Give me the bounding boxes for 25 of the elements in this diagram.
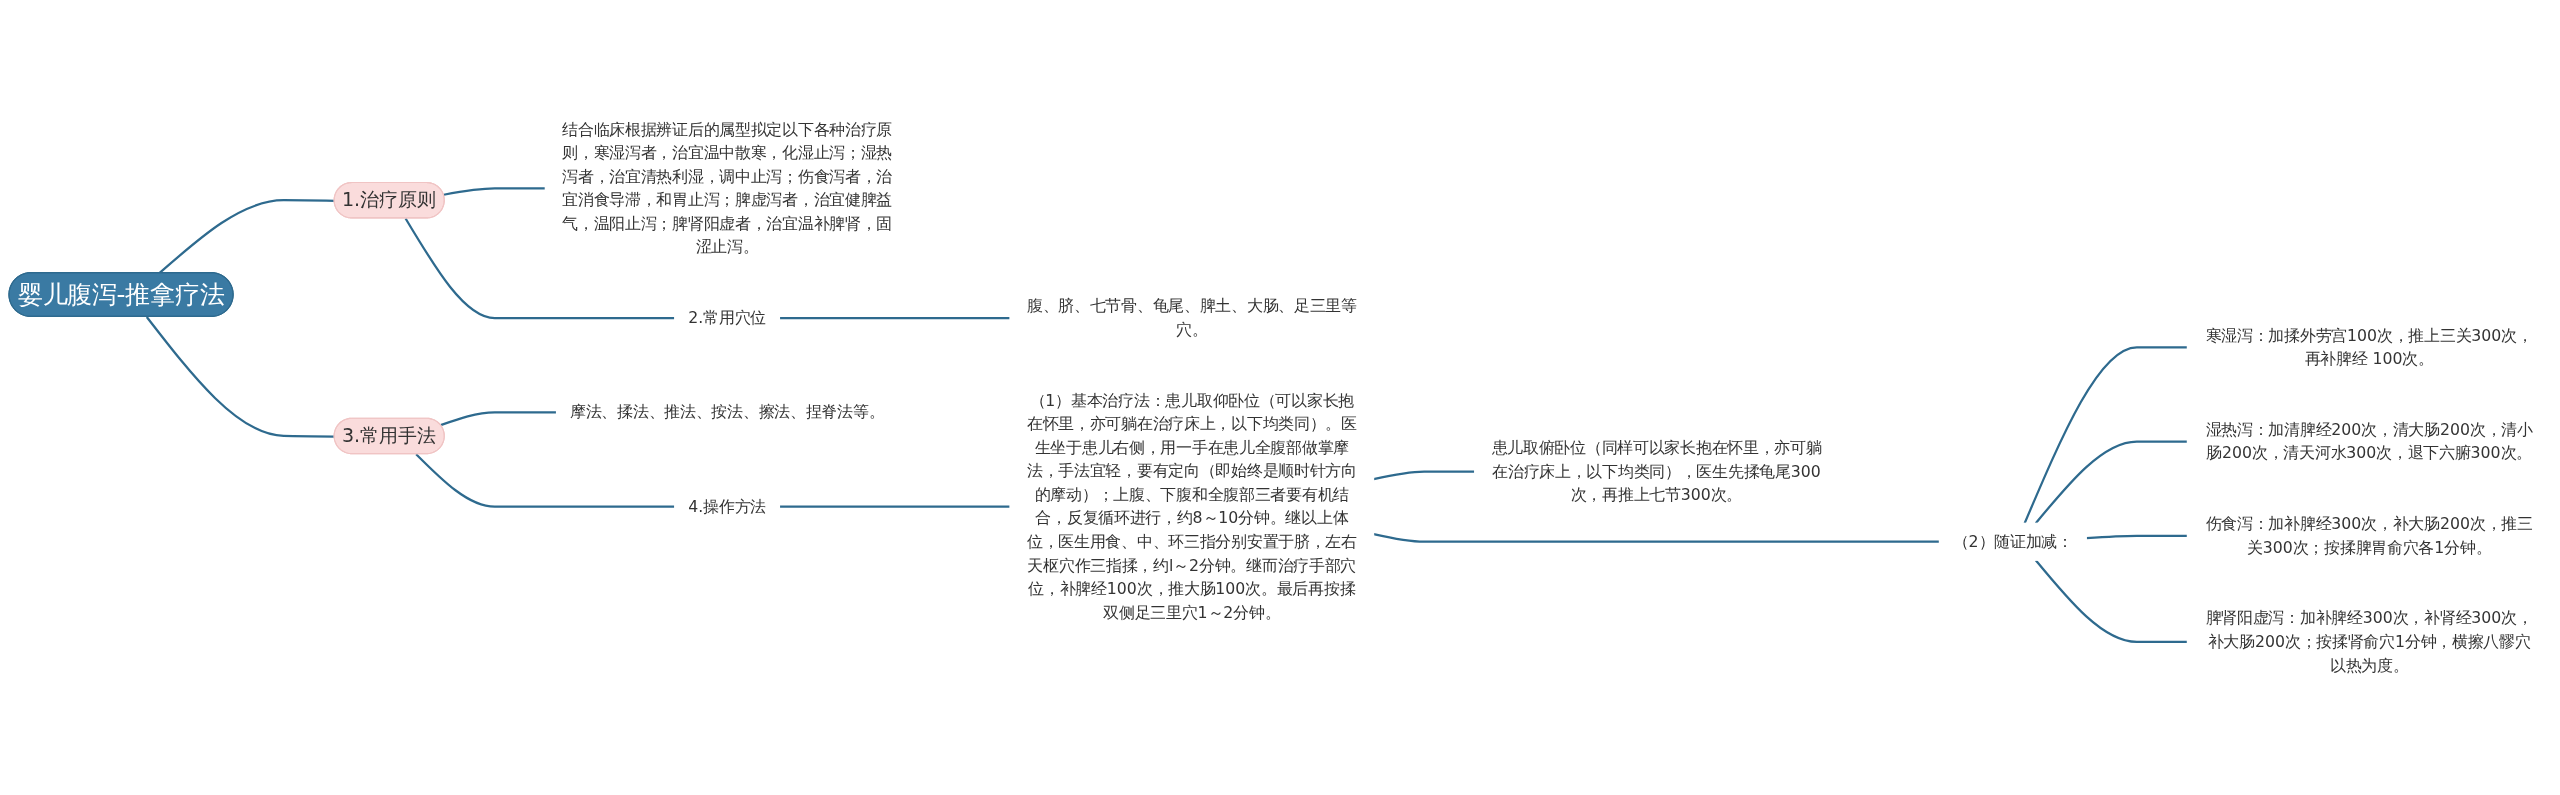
connector [440, 411, 557, 427]
node-text: 腹、脐、七节骨、龟尾、脾土、大肠、足三里等穴。 [1026, 296, 1357, 339]
node-text: 伤食泻：加补脾经300次，补大肠200次，推三关300次；按揉脾胃俞穴各1分钟。 [2205, 514, 2533, 557]
node-text: 结合临床根据辨证后的属型拟定以下各种治疗原则，寒湿泻者，治宜温中散寒，化湿止泻；湿热泻者，治宜清热利湿，调中止泻；伤食泻者，治宜消食导滞，和胃止泻；脾虚泻者，治宜健脾益气，温阳止泻；脾肾阳虚者，治宜温补脾肾，固涩止泻。 [562, 119, 893, 256]
node-text: （2）随证加减： [1952, 532, 2073, 551]
connector [145, 316, 335, 438]
connector [415, 453, 675, 508]
connector [2086, 534, 2188, 540]
node-text: （1）基本治疗法：患儿取仰卧位（可以家长抱在怀里，亦可躺在治疗床上，以下均类同）。医生坐于患儿右侧，用一手在患儿全腹部做掌摩法，手法宜轻，要有定向（即始终是顺时针方向的摩动）；上腹、下腹和全腹部三者要有机结合，反复循环进行，约8～10分钟。继以上体位，医生用食、中、环三指分别安置于脐，左右天枢穴作三指揉，约l～2分钟。继而治疗手部穴位，补脾经100次，推大肠100次。最后再按揉双侧足三里穴1～2分钟。 [1026, 391, 1357, 622]
connector [1373, 533, 1940, 543]
node-text: 寒湿泻：加揉外劳宫100次，推上三关300次，再补脾经 100次。 [2205, 325, 2533, 368]
node-text: 摩法、揉法、推法、按法、擦法、捏脊法等。 [569, 402, 885, 421]
node-text: 2.常用穴位 [688, 308, 767, 327]
node-text: 脾肾阳虚泻：加补脾经300次，补肾经300次，补大肠200次；按揉肾俞穴1分钟，横擦八髎穴以热为度。 [2205, 608, 2533, 674]
node-text: 患儿取俯卧位（同样可以家长抱在怀里，亦可躺在治疗床上，以下均类同），医生先揉龟尾300次，再推上七节300次。 [1491, 438, 1822, 504]
node-text: 湿热泻：加清脾经200次，清大肠200次，清小肠200次，清天河水300次，退下六腑300次。 [2205, 420, 2533, 462]
node-text: 4.操作方法 [688, 497, 767, 516]
connector [779, 505, 1010, 508]
connector [1373, 470, 1475, 481]
connector [2034, 559, 2188, 644]
connector [2034, 440, 2188, 524]
connector [2023, 346, 2188, 524]
connector [404, 217, 675, 320]
connector [443, 187, 546, 196]
connector [779, 316, 1010, 320]
